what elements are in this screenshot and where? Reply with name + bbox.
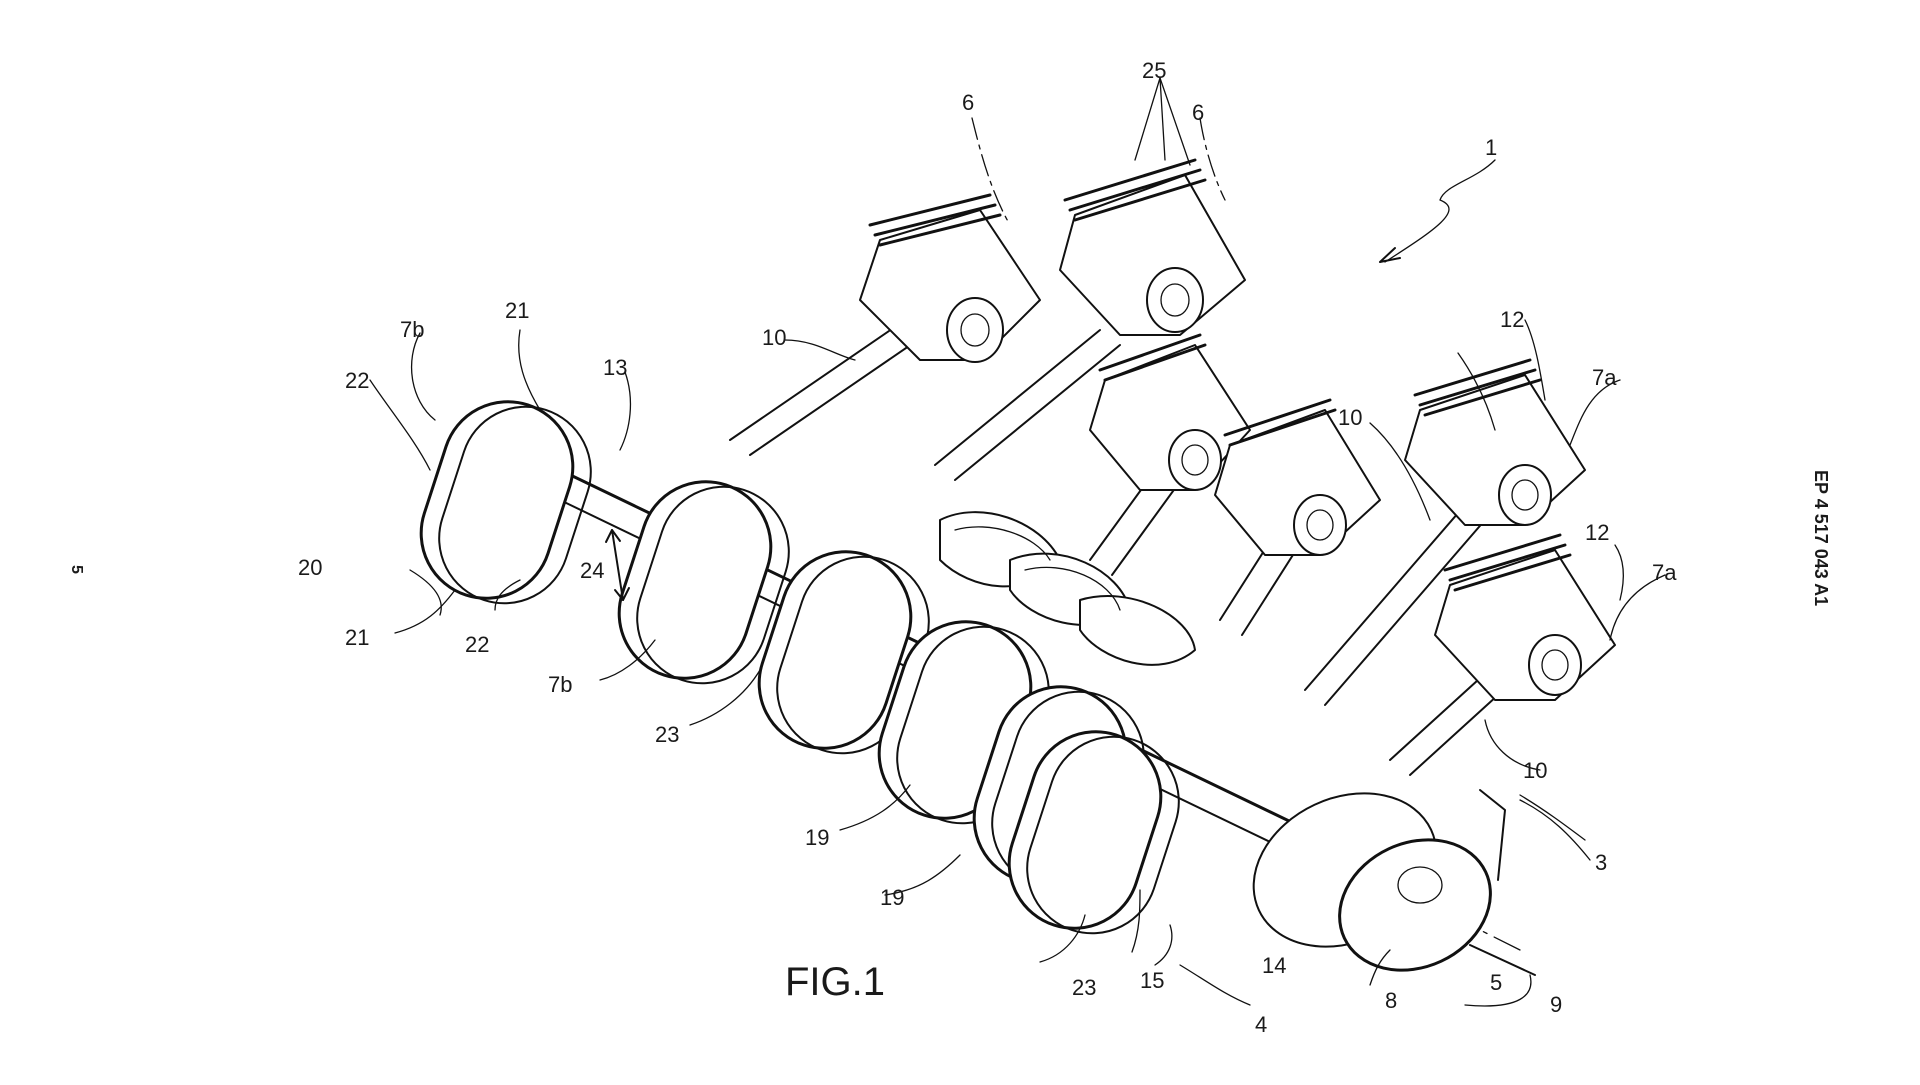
piston-mid-1	[1089, 333, 1251, 491]
label-24: 24	[580, 558, 604, 583]
flywheel	[1252, 789, 1506, 972]
label-23-left: 23	[655, 722, 679, 747]
label-14: 14	[1262, 953, 1286, 978]
piston-front-2	[1434, 533, 1616, 701]
label-4: 4	[1255, 1012, 1267, 1037]
label-10-low: 10	[1523, 758, 1547, 783]
label-12-mid: 12	[1585, 520, 1609, 545]
label-5: 5	[1490, 970, 1502, 995]
label-19-left: 19	[805, 825, 829, 850]
label-22-low: 22	[465, 632, 489, 657]
label-7b-top: 7b	[400, 317, 424, 342]
label-25: 25	[1142, 58, 1166, 83]
label-10-mid: 10	[1338, 405, 1362, 430]
reference-labels: 1 3 4 5 6 6 7a 7a 7b 7b 8 9 10 10 10 12 …	[298, 58, 1677, 1037]
label-13: 13	[603, 355, 627, 380]
crank-webs	[939, 511, 1196, 666]
label-6-left: 6	[962, 90, 974, 115]
label-15: 15	[1140, 968, 1164, 993]
label-12-top: 12	[1500, 307, 1524, 332]
label-21-top: 21	[505, 298, 529, 323]
label-9: 9	[1550, 992, 1562, 1017]
counterweight-2	[617, 480, 790, 685]
piston-front-1	[1404, 358, 1586, 526]
label-22-top: 22	[345, 368, 369, 393]
piston-rear-2	[1059, 158, 1246, 336]
label-6-right: 6	[1192, 100, 1204, 125]
piston-mid-2	[1214, 398, 1381, 556]
counterweight-6	[1007, 730, 1180, 935]
label-7b-low: 7b	[548, 672, 572, 697]
publication-number: EP 4 517 043 A1	[1811, 470, 1831, 606]
label-8: 8	[1385, 988, 1397, 1013]
label-1: 1	[1485, 135, 1497, 160]
piston-rear-1	[859, 193, 1041, 363]
label-7a-mid: 7a	[1652, 560, 1677, 585]
leader-lines	[369, 77, 1666, 1007]
page-number: 5	[68, 565, 85, 574]
figure-title: FIG.1	[785, 960, 885, 1004]
label-7a-top: 7a	[1592, 365, 1617, 390]
label-10-top: 10	[762, 325, 786, 350]
label-19-right: 19	[880, 885, 904, 910]
label-20: 20	[298, 555, 322, 580]
label-3: 3	[1595, 850, 1607, 875]
counterweight-1	[419, 400, 592, 605]
label-23-right: 23	[1072, 975, 1096, 1000]
label-21-low: 21	[345, 625, 369, 650]
